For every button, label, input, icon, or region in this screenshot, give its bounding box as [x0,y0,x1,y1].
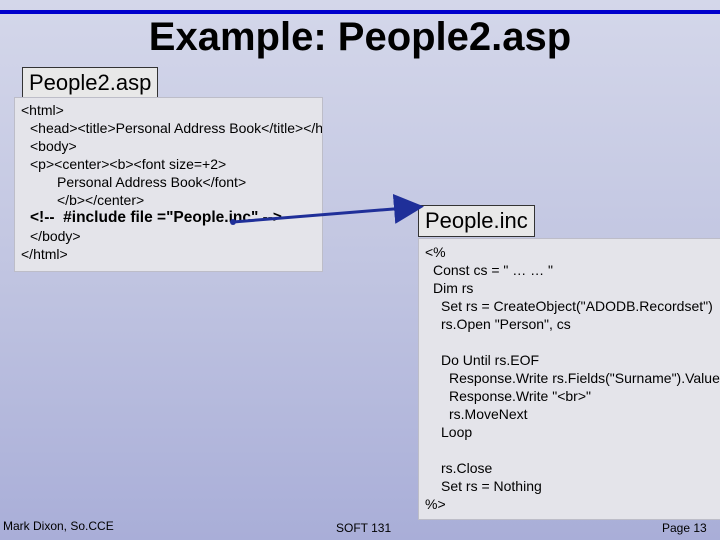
slide-title: Example: People2.asp [148,15,572,59]
left-code-panel: <html> <head><title>Personal Address Book… [14,97,323,272]
code-line: Const cs = " … … " [433,262,554,278]
code-line: <% [425,244,446,260]
code-line: %> [425,496,446,512]
code-line: <head><title>Personal Address Book</titl… [30,120,323,136]
code-line: Personal Address Book</font> [57,174,247,190]
footer-course: SOFT 131 [336,521,392,535]
code-line: Set rs = Nothing [441,478,542,494]
code-line: </body> [30,228,81,244]
code-line: Dim rs [433,280,474,296]
code-line: rs.MoveNext [449,406,528,422]
code-line: </html> [21,246,68,262]
code-line: </b></center> [57,192,145,208]
code-line: Do Until rs.EOF [441,352,540,368]
footer-page: Page 13 [662,521,707,535]
title-rule [0,10,720,14]
footer-author: Mark Dixon, So.CCE [3,519,114,533]
code-line: <p><center><b><font size=+2> [30,156,227,172]
code-line: Response.Write rs.Fields("Surname").Valu… [449,370,720,386]
code-line: Loop [441,424,473,440]
right-code-panel: <% Const cs = " … … " Dim rs Set rs = Creat… [418,238,720,520]
right-file-label: People.inc [418,205,535,237]
code-line: <body> [30,138,77,154]
code-line: rs.Close [441,460,493,476]
code-line: rs.Open "Person", cs [441,316,571,332]
code-line: Set rs = CreateObject("ADODB.Recordset") [441,298,713,314]
left-file-label: People2.asp [22,67,159,99]
code-line: <html> [21,102,64,118]
code-line: Response.Write "<br>" [449,388,591,404]
